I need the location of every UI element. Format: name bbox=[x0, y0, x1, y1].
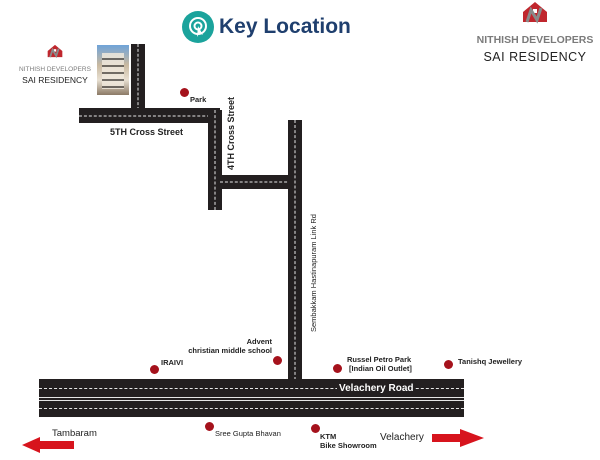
landmark-sree-gupta: Sree Gupta Bhavan bbox=[215, 429, 281, 438]
house-n-logo-icon bbox=[47, 44, 63, 59]
landmark-park: Park bbox=[190, 95, 207, 104]
arrow-right-icon bbox=[432, 429, 484, 447]
landmark-russel: Russel Petro Park [Indian Oil Outlet] bbox=[347, 355, 412, 373]
road-4th-cross-label: 4TH Cross Street bbox=[226, 96, 236, 170]
landmark-iraivi: IRAIVI bbox=[161, 358, 184, 367]
landmark-ktm: KTM Bike Showroom bbox=[320, 432, 377, 450]
developer-name: NITHISH DEVELOPERS bbox=[19, 66, 91, 73]
project-name: SAI RESIDENCY bbox=[483, 50, 587, 64]
brand-top-right: NITHISH DEVELOPERS SAI RESIDENCY bbox=[470, 0, 600, 64]
landmark-dot-tanishq bbox=[444, 360, 453, 369]
landmark-dot-russel bbox=[333, 364, 342, 373]
road-5th-cross-label: 5TH Cross Street bbox=[110, 127, 184, 137]
landmark-dot-park bbox=[180, 88, 189, 97]
road-connector bbox=[220, 175, 292, 189]
target-pointer-icon bbox=[182, 11, 214, 43]
page-title: Key Location bbox=[219, 15, 351, 38]
project-name: SAI RESIDENCY bbox=[22, 75, 88, 85]
road-4th-cross bbox=[208, 110, 222, 210]
arrow-left-icon bbox=[22, 437, 74, 453]
header: Key Location bbox=[182, 10, 351, 44]
road-link-rd bbox=[288, 120, 302, 385]
landmark-tanishq: Tanishq Jewellery bbox=[458, 357, 523, 366]
house-n-logo-icon bbox=[523, 2, 547, 24]
landmark-advent: Advent christian middle school bbox=[188, 337, 272, 355]
landmark-dot-advent bbox=[273, 356, 282, 365]
landmark-dot-sree-gupta bbox=[205, 422, 214, 431]
landmark-dot-ktm bbox=[311, 424, 320, 433]
road-link-rd-label: Sembakkam Hastinapuram Link Rd bbox=[309, 214, 318, 332]
road-5th-cross bbox=[79, 108, 220, 123]
road-top-vertical bbox=[131, 44, 145, 110]
landmark-dot-iraivi bbox=[150, 365, 159, 374]
developer-name: NITHISH DEVELOPERS bbox=[476, 34, 594, 46]
building-photo bbox=[97, 45, 129, 95]
brand-left: NITHISH DEVELOPERS SAI RESIDENCY bbox=[10, 42, 100, 85]
road-velachery-label: Velachery Road bbox=[337, 383, 416, 394]
